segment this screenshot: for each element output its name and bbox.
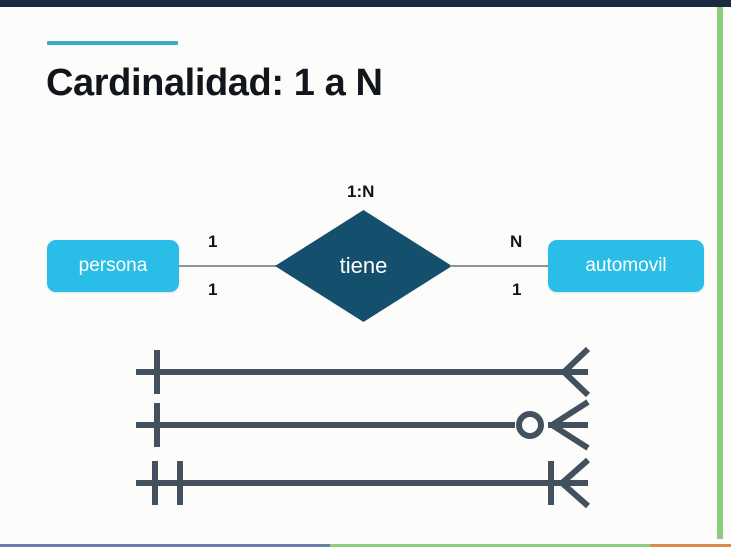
cardinality-ratio-label: 1:N — [347, 182, 375, 201]
right-top-cardinality: N — [510, 232, 523, 251]
title-accent-rule — [47, 41, 178, 45]
left-bottom-cardinality: 1 — [208, 280, 218, 299]
diamond-shape — [275, 210, 452, 322]
connector-right — [450, 265, 549, 267]
right-edge-green-strip — [717, 7, 723, 539]
connector-left — [179, 265, 279, 267]
bottom-strip-green — [330, 544, 650, 547]
bottom-strip-blue — [0, 544, 330, 547]
notation-line-one-to-many — [136, 346, 591, 398]
relationship-diamond[interactable]: tiene — [275, 210, 452, 322]
crows-foot-lower-icon — [560, 480, 590, 509]
notation-line-exactly-one-to-one-or-many — [136, 457, 590, 509]
right-edge-background — [723, 7, 731, 539]
optional-zero-circle-icon — [516, 411, 544, 439]
left-top-cardinality: 1 — [208, 232, 218, 251]
relationship-label: tiene — [339, 253, 388, 278]
entity-automovil[interactable]: automovil — [548, 240, 704, 292]
notation-line-one-to-zero-or-many — [136, 399, 590, 451]
crows-foot-upper-icon — [550, 399, 590, 428]
crows-foot-upper-icon — [561, 346, 591, 375]
entity-persona-label: persona — [78, 255, 148, 276]
crows-foot-lower-icon — [550, 422, 590, 451]
right-bottom-cardinality: 1 — [512, 280, 522, 299]
page-title: Cardinalidad: 1 a N — [46, 62, 383, 104]
crows-foot-upper-icon — [560, 457, 590, 486]
bottom-strip-orange — [650, 544, 731, 547]
entity-persona[interactable]: persona — [47, 240, 179, 292]
crows-foot-notation-legend — [0, 335, 731, 535]
top-chrome-bar — [0, 0, 731, 7]
entity-automovil-label: automovil — [585, 255, 667, 276]
er-diagram: 1:N persona 1 1 tiene N 1 automovil — [0, 170, 731, 335]
crows-foot-lower-icon — [561, 369, 591, 398]
